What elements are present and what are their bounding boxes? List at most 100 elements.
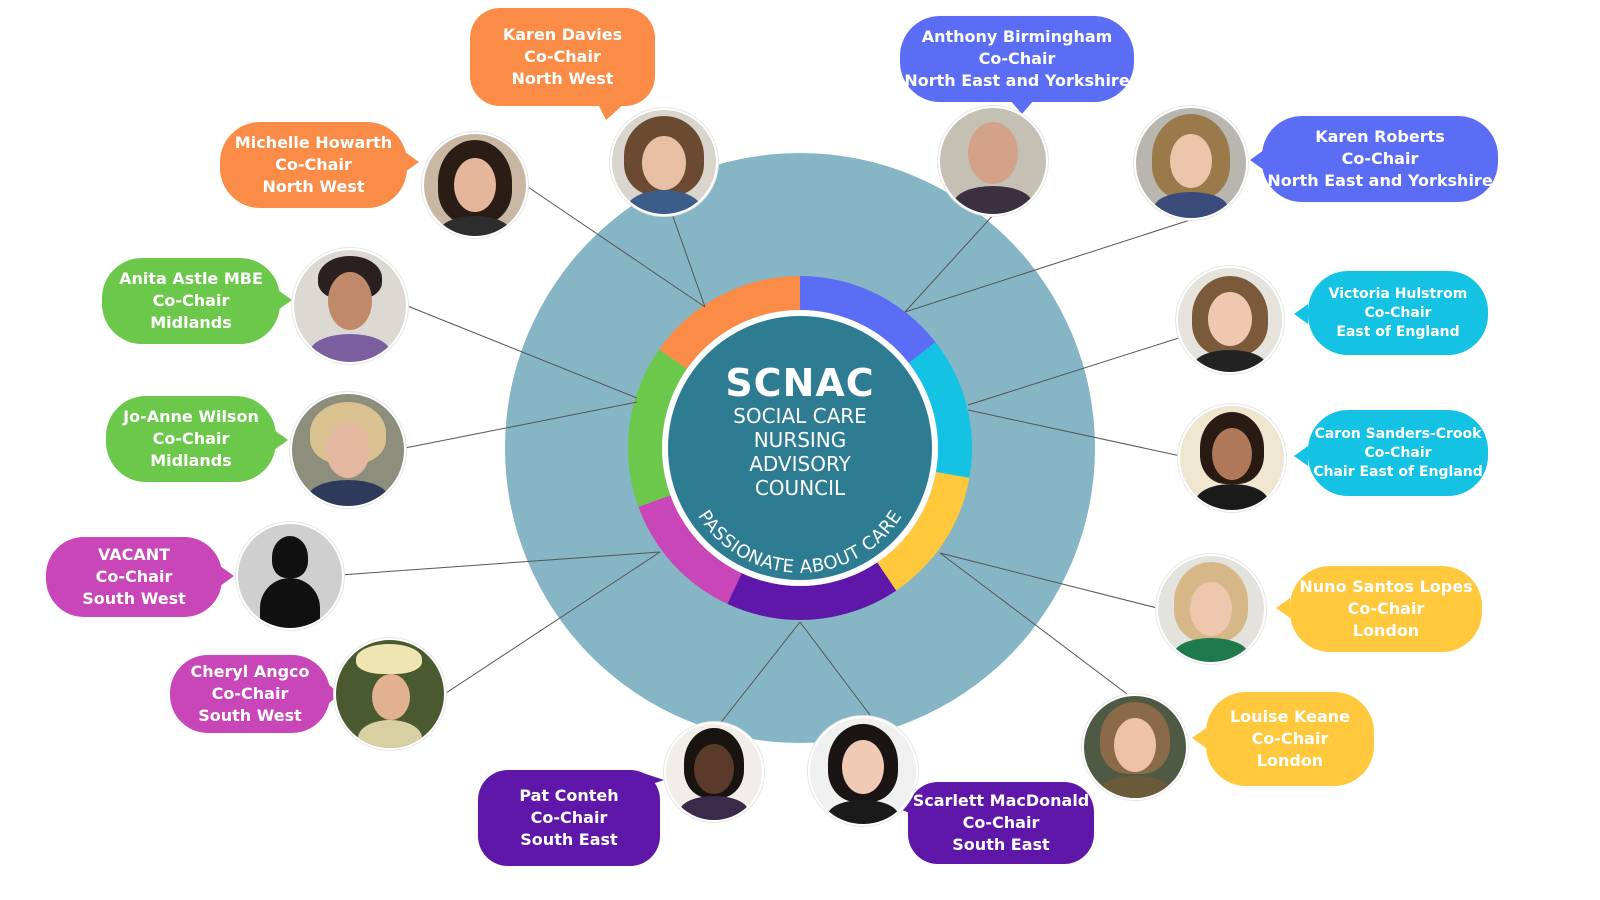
connector-lines [339, 179, 1191, 731]
bubble-tail [1250, 150, 1264, 170]
logo-tagline: PASSIONATE ABOUT CARE [693, 507, 906, 578]
photo-anthony-birmingham [938, 106, 1048, 216]
connector-line [939, 552, 1136, 701]
scnac-logo: SCNAC SOCIAL CARE NURSING ADVISORY COUNC… [700, 362, 900, 500]
member-role: Co-Chair [1347, 599, 1425, 618]
bubble-tail [220, 566, 234, 586]
connector-line [339, 551, 661, 576]
member-name: Jo-Anne Wilson [123, 407, 259, 426]
bubble-tail [274, 430, 288, 450]
member-bubble-karen-roberts: Karen Roberts Co-Chair North East and Yo… [1262, 116, 1498, 202]
connector-line [442, 551, 661, 696]
connector-line [967, 335, 1186, 406]
member-bubble-louise-keane: Louise Keane Co-Chair London [1206, 692, 1374, 786]
photo-pat-conteh [664, 722, 764, 822]
member-name: Nuno Santos Lopes [1299, 577, 1473, 596]
member-bubble-karen-davies: Karen Davies Co-Chair North West [470, 8, 655, 106]
connector-line [714, 621, 801, 731]
photo-michelle-howarth [422, 132, 528, 238]
bubble-tail [405, 152, 419, 172]
member-name: Anthony Birmingham [921, 27, 1113, 46]
photo-louise-keane [1082, 694, 1188, 800]
member-bubble-pat-conteh: Pat Conteh Co-Chair South East [478, 770, 660, 866]
member-role: Co-Chair [1364, 444, 1432, 461]
member-role: Co-Chair [275, 155, 352, 174]
member-bubble-scarlett-macdonald: Scarlett MacDonald Co-Chair South East [908, 782, 1094, 864]
logo-line-2: NURSING [753, 428, 847, 452]
photo-anita-astle [292, 248, 408, 364]
member-name: VACANT [97, 545, 171, 564]
photo-scarlett-macdonald [808, 716, 918, 826]
photo-cheryl-angco [334, 638, 446, 750]
member-role: Co-Chair [1341, 149, 1419, 168]
member-role: Co-Chair [524, 47, 601, 66]
member-bubble-anthony-birmingham: Anthony Birmingham Co-Chair North East a… [900, 16, 1134, 102]
member-region: North West [511, 69, 614, 88]
member-role: Co-Chair [1251, 729, 1329, 748]
photo-vacant [236, 522, 344, 630]
member-region: North West [262, 177, 365, 196]
svg-text:PASSIONATE ABOUT CARE: PASSIONATE ABOUT CARE [693, 507, 906, 578]
member-bubble-michelle-howarth: Michelle Howarth Co-Chair North West [220, 122, 407, 208]
member-region: North East and Yorkshire [1267, 171, 1493, 190]
member-role: Co-Chair [962, 813, 1040, 832]
member-region: South West [198, 706, 302, 725]
bubble-tail [1276, 598, 1290, 618]
member-region: London [1256, 751, 1324, 770]
member-name: Anita Astle MBE [119, 269, 263, 288]
photo-nuno-santos-lopes [1156, 554, 1266, 664]
logo-line-1: SOCIAL CARE [733, 404, 867, 428]
ring-segment-south-west [638, 495, 742, 604]
member-name: Cheryl Angco [190, 662, 310, 681]
connector-line [904, 212, 996, 313]
member-name: Louise Keane [1229, 707, 1350, 726]
connector-line [404, 304, 638, 399]
region-ring [627, 276, 972, 620]
connector-line [524, 184, 706, 308]
logo-line-3: ADVISORY [749, 452, 851, 476]
photo-victoria-hulstrom [1176, 266, 1284, 374]
bubble-tail [1294, 446, 1308, 466]
connector-line [939, 552, 1166, 611]
member-name: Karen Davies [502, 25, 623, 44]
member-role: Co-Chair [95, 567, 173, 586]
member-role: Co-Chair [211, 684, 289, 703]
bubble-tail [1294, 304, 1308, 324]
member-bubble-victoria-hulstrom: Victoria Hulstrom Co-Chair East of Engla… [1308, 271, 1488, 355]
member-region: South West [82, 589, 186, 608]
bubble-tail [598, 104, 624, 120]
member-bubble-jo-anne-wilson: Jo-Anne Wilson Co-Chair Midlands [106, 396, 276, 482]
member-region: Midlands [150, 313, 232, 332]
member-role: Co-Chair [152, 429, 230, 448]
member-name: Scarlett MacDonald [912, 791, 1090, 810]
connector-line [799, 621, 871, 716]
member-name: Michelle Howarth [234, 133, 393, 152]
ring-segment-midlands [627, 349, 687, 507]
photo-karen-roberts [1134, 106, 1248, 220]
bubble-tail [640, 772, 664, 788]
photo-jo-anne-wilson [290, 392, 406, 508]
member-name: Victoria Hulstrom [1328, 285, 1468, 302]
member-role: Co-Chair [152, 291, 230, 310]
connector-line [404, 401, 638, 449]
ring-segment-london [877, 471, 970, 591]
ring-segment-north-east [800, 276, 936, 364]
member-bubble-caron-sanders-crook: Caron Sanders-Crook Co-Chair Chair East … [1308, 410, 1488, 496]
member-region: East of England [1336, 323, 1460, 340]
member-region: South East [952, 835, 1050, 854]
member-bubble-anita-astle: Anita Astle MBE Co-Chair Midlands [102, 258, 280, 344]
logo-acronym: SCNAC [725, 361, 875, 405]
member-region: London [1352, 621, 1420, 640]
ring-segment-east [908, 342, 972, 478]
member-role: Co-Chair [530, 808, 608, 827]
photo-caron-sanders-crook [1178, 404, 1286, 512]
member-region: South East [520, 830, 618, 849]
connector-line [904, 219, 1191, 313]
member-region: North East and Yorkshire [904, 71, 1130, 90]
member-name: Pat Conteh [519, 786, 619, 805]
connector-line [967, 409, 1191, 459]
member-role: Co-Chair [1364, 304, 1432, 321]
member-bubble-nuno-santos-lopes: Nuno Santos Lopes Co-Chair London [1290, 566, 1482, 652]
